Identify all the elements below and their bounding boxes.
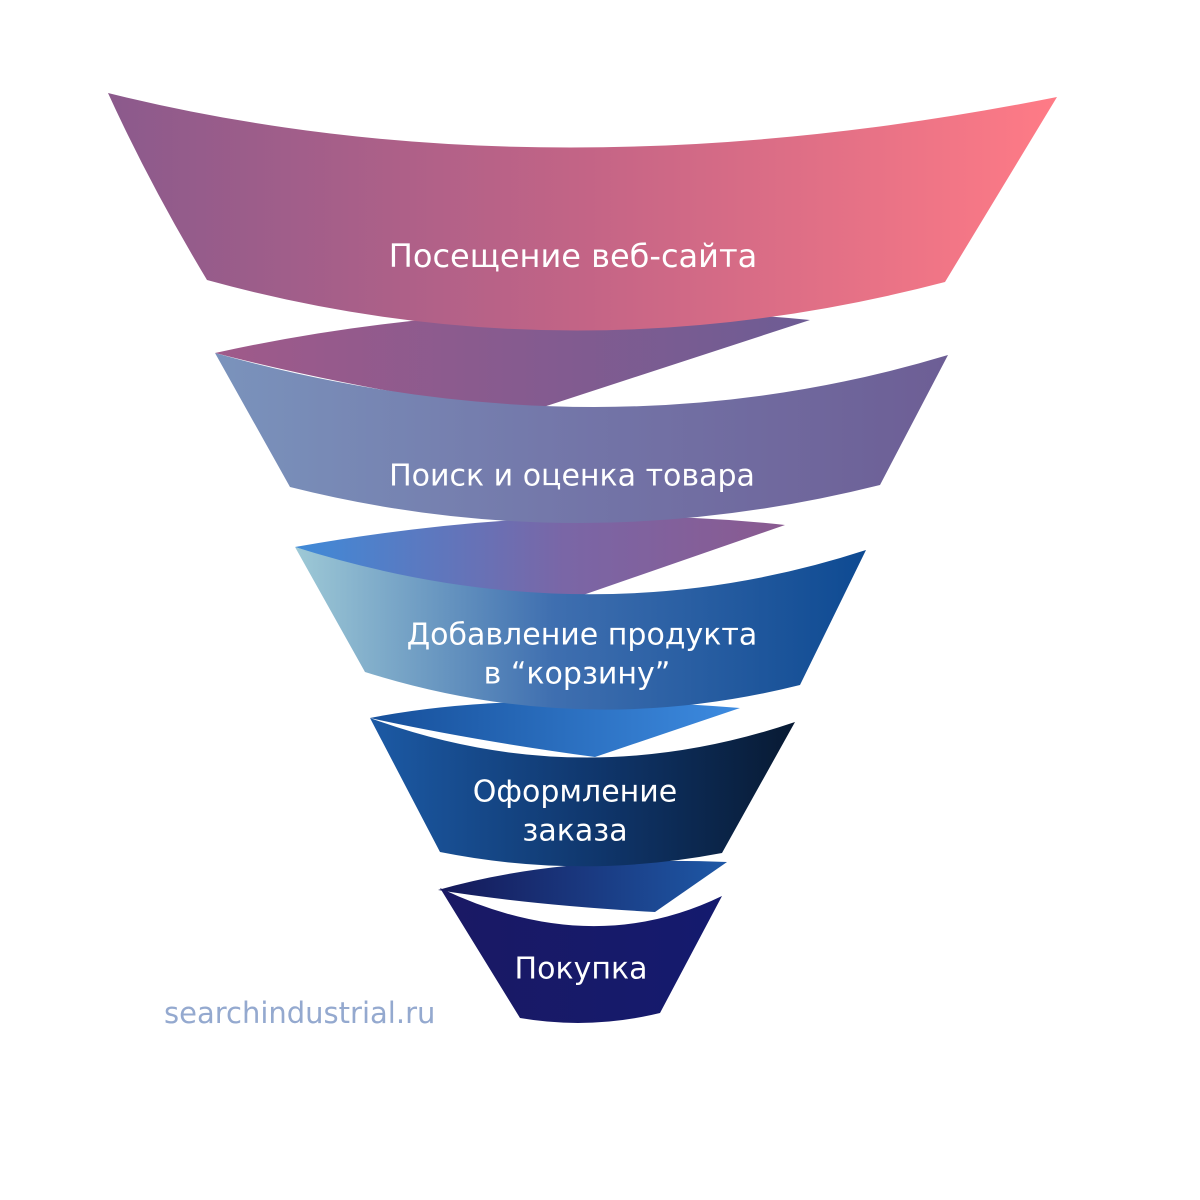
stage-1-label: Посещение веб-сайта [389, 237, 757, 275]
stage-3-label-line-1: Добавление продукта [407, 618, 758, 653]
stage-2-label: Поиск и оценка товара [389, 459, 755, 494]
ribbon-connector-3 [370, 700, 740, 757]
funnel-stage-1-band [108, 93, 1057, 331]
stage-4-label-line-1: Оформление [473, 775, 678, 810]
ribbon-connector-2 [295, 516, 785, 603]
stage-5-label: Покупка [515, 952, 648, 987]
stage-3-label-line-2: в “корзину” [484, 657, 671, 692]
ribbon-connector-1 [215, 310, 810, 413]
stage-4-label-line-2: заказа [522, 814, 627, 849]
ribbon-connector-4 [438, 860, 727, 912]
funnel-stage-4-band [370, 718, 795, 867]
watermark-site: searchindustrial.ru [164, 996, 436, 1030]
funnel-stage-2-band [215, 353, 948, 524]
funnel-stage-5-band [440, 888, 722, 1023]
funnel-stage-3-band [295, 547, 866, 710]
